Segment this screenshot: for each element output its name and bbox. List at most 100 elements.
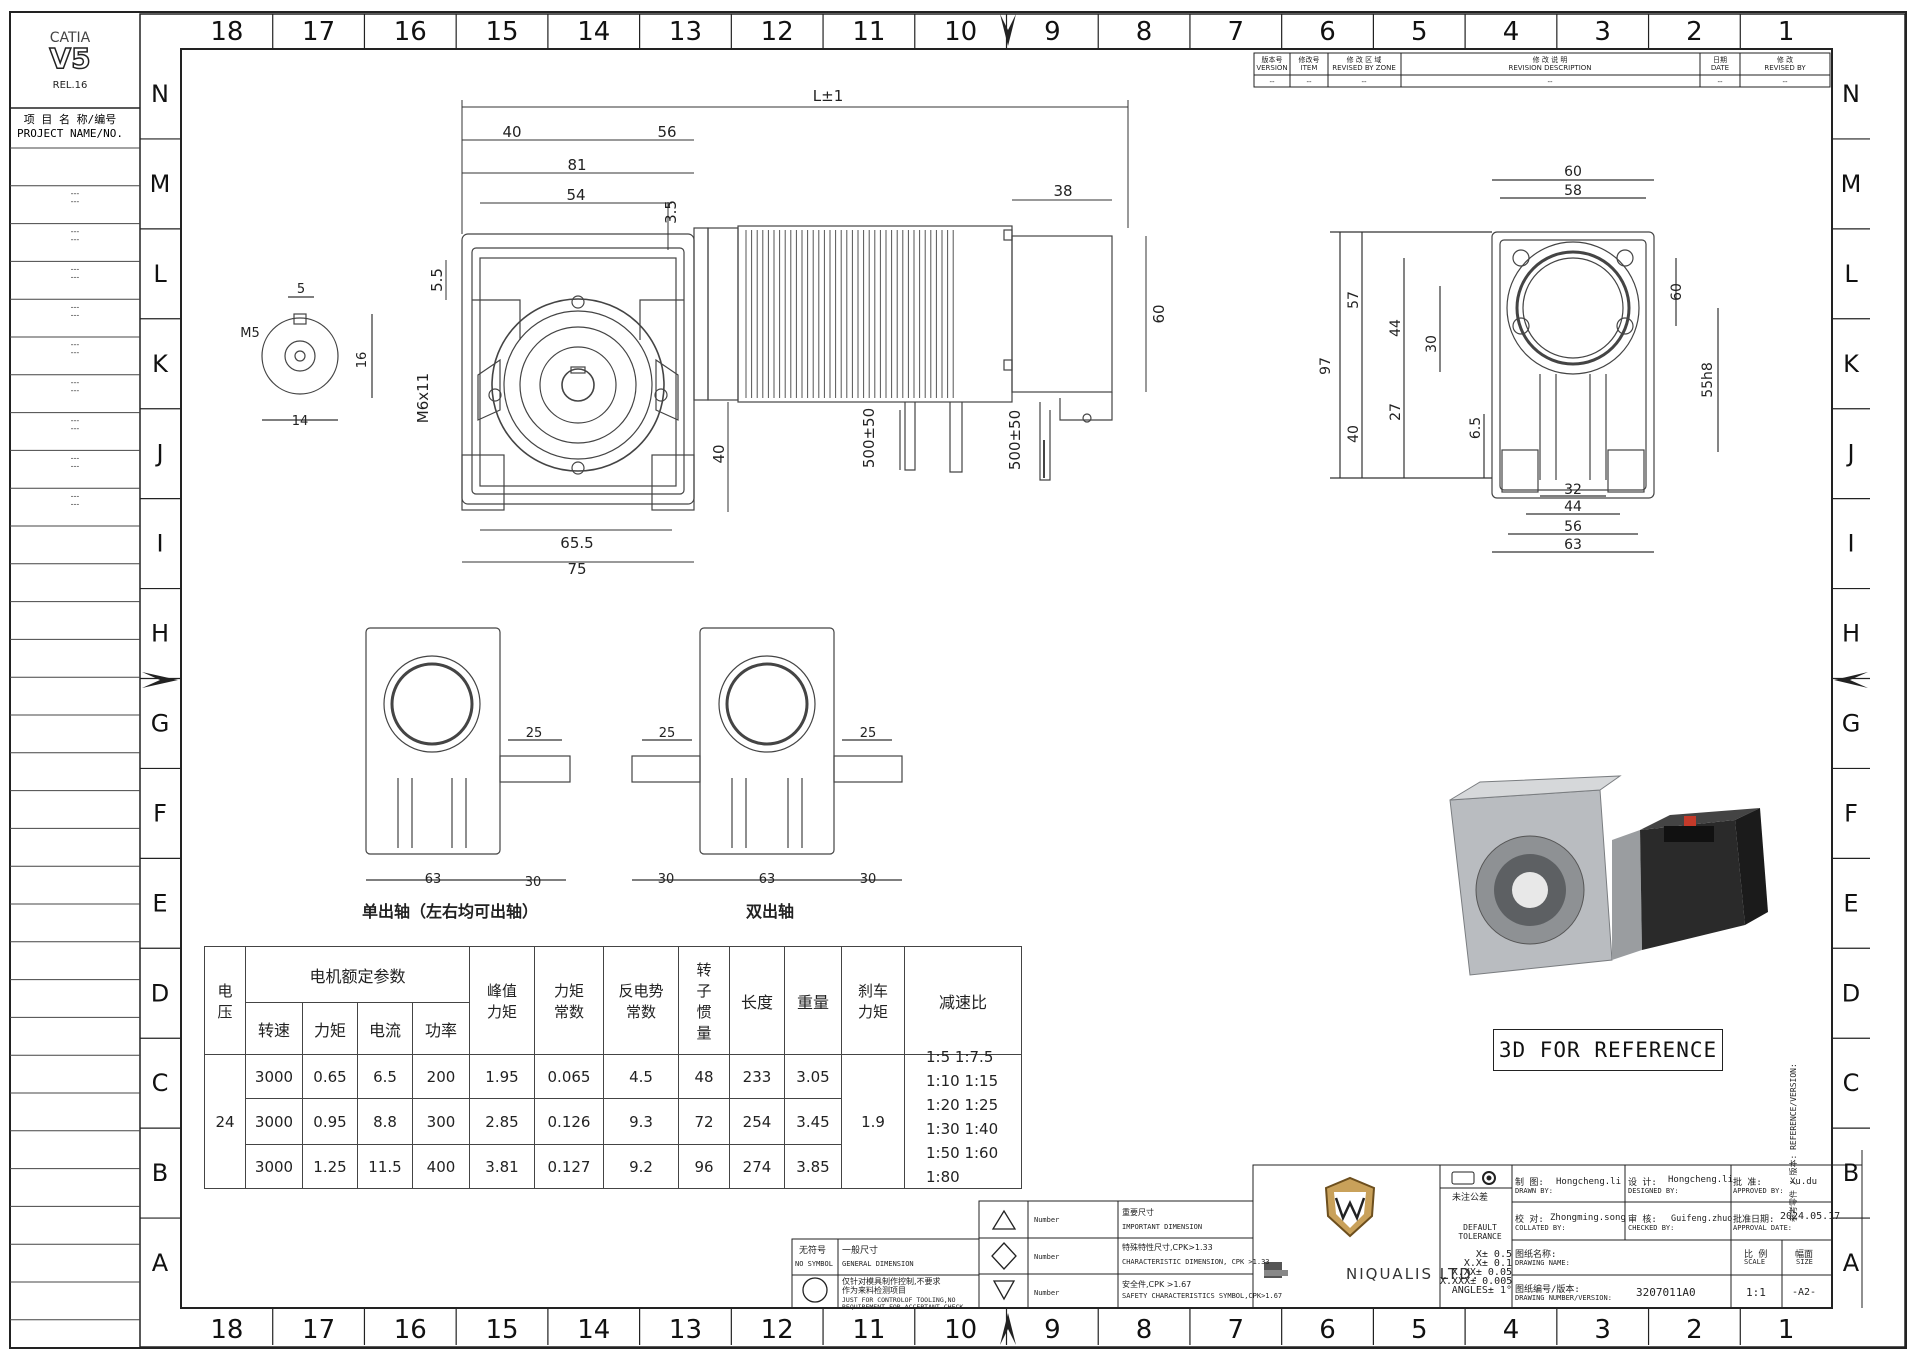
approval-date-label-en: APPROVAL DATE: bbox=[1733, 1224, 1793, 1232]
table-cell: 3.81 bbox=[469, 1144, 535, 1189]
project-header-cn: 项 目 名 称/编号 bbox=[24, 112, 117, 126]
project-row-value: --- bbox=[71, 416, 80, 425]
zone-row-label: I bbox=[156, 530, 163, 558]
drawn-label-en: DRAWN BY: bbox=[1515, 1187, 1553, 1195]
svg-text:M5: M5 bbox=[240, 326, 260, 341]
zone-column-label: 11 bbox=[852, 1315, 885, 1345]
table-cell: 3000 bbox=[245, 1144, 303, 1189]
zone-column-label: 18 bbox=[210, 17, 243, 47]
zone-column-label: 8 bbox=[1136, 1315, 1153, 1345]
svg-text:ITEM: ITEM bbox=[1301, 64, 1318, 72]
project-row-value: --- bbox=[71, 386, 80, 395]
single-shaft-label: 单出轴（左右均可出轴） bbox=[362, 902, 539, 921]
project-row-value: --- bbox=[71, 424, 80, 433]
zone-row-label: I bbox=[1847, 530, 1854, 558]
zone-column-label: 2 bbox=[1686, 1315, 1703, 1345]
approved-label-en: APPROVED BY: bbox=[1733, 1187, 1784, 1195]
svg-text:44: 44 bbox=[1564, 499, 1582, 515]
svg-text:30: 30 bbox=[860, 872, 877, 887]
project-row-value: --- bbox=[71, 491, 80, 500]
project-row-value: --- bbox=[71, 302, 80, 311]
svg-text:日期: 日期 bbox=[1713, 56, 1727, 64]
zone-column-label: 10 bbox=[944, 17, 977, 47]
zone-column-label: 18 bbox=[210, 1315, 243, 1345]
side-view bbox=[1330, 179, 1719, 553]
project-header-en: PROJECT NAME/NO. bbox=[17, 127, 123, 140]
zone-column-label: 12 bbox=[761, 1315, 794, 1345]
svg-text:重要尺寸: 重要尺寸 bbox=[1122, 1207, 1154, 1217]
svg-text:40: 40 bbox=[502, 123, 521, 141]
svg-text:JUST FOR CONTROLOF TOOLING,NO: JUST FOR CONTROLOF TOOLING,NO bbox=[842, 1296, 956, 1304]
project-row-value: --- bbox=[71, 310, 80, 319]
table-cell: 6.5 bbox=[357, 1054, 413, 1099]
table-cell: 3000 bbox=[245, 1098, 303, 1145]
table-cell: 254 bbox=[729, 1098, 785, 1145]
zone-column-label: 9 bbox=[1044, 17, 1061, 47]
zone-row-label: M bbox=[1841, 170, 1862, 198]
header-torque: 力矩 bbox=[302, 1002, 358, 1055]
svg-text:M6x11: M6x11 bbox=[414, 373, 432, 423]
table-cell: 400 bbox=[412, 1144, 470, 1189]
collated-label-en: COLLATED BY: bbox=[1515, 1224, 1566, 1232]
revision-table-frame bbox=[1253, 52, 1831, 88]
svg-text:--: -- bbox=[1361, 78, 1367, 86]
front-dimension-lines bbox=[445, 100, 1147, 563]
drawn-label: 制 图: bbox=[1515, 1178, 1544, 1188]
svg-text:一般尺寸: 一般尺寸 bbox=[842, 1244, 878, 1256]
ratio-item: 1:5 1:7.5 bbox=[926, 1048, 994, 1066]
zone-column-label: 9 bbox=[1044, 1315, 1061, 1345]
svg-text:75: 75 bbox=[567, 560, 586, 578]
ratio-item: 1:10 1:15 bbox=[926, 1072, 999, 1090]
zone-row-label: C bbox=[152, 1069, 169, 1097]
svg-text:--: -- bbox=[1269, 78, 1275, 86]
designed-by: Hongcheng.li bbox=[1668, 1175, 1734, 1185]
svg-text:特殊特性尺寸,CPK>1.33: 特殊特性尺寸,CPK>1.33 bbox=[1122, 1242, 1213, 1252]
svg-text:VERSION: VERSION bbox=[1256, 64, 1287, 72]
approval-date: 2024.05.17 bbox=[1780, 1211, 1841, 1222]
output-shaft-dimensions: 25 63 30 25 25 30 63 30 bbox=[425, 726, 877, 890]
shaft-dimensions: 5 M5 16 14 bbox=[240, 282, 370, 429]
voltage-value: 24 bbox=[204, 1054, 246, 1189]
header-length: 长度 bbox=[729, 946, 785, 1055]
spec-table: 电压 电机额定参数 峰值力矩 力矩常数 反电势常数 转子惯量 长度 重量 刹车力… bbox=[204, 946, 1022, 1189]
zone-row-label: A bbox=[152, 1249, 169, 1277]
zone-row-label: K bbox=[1843, 350, 1860, 378]
svg-text:Number: Number bbox=[1034, 1289, 1059, 1297]
svg-text:16: 16 bbox=[355, 352, 370, 369]
svg-text:40: 40 bbox=[710, 444, 728, 463]
zone-row-label: L bbox=[1844, 260, 1858, 288]
catia-release: REL.16 bbox=[53, 80, 88, 91]
svg-text:60: 60 bbox=[1564, 164, 1582, 180]
circle-symbol-text: 仅针对模具制作控制,不要求 作为来料检测项目 JUST FOR CONTROLO… bbox=[842, 1276, 963, 1311]
zone-column-label: 4 bbox=[1503, 17, 1520, 47]
brake-value: 1.9 bbox=[841, 1054, 905, 1189]
table-cell: 48 bbox=[678, 1054, 730, 1099]
zone-column-label: 13 bbox=[669, 1315, 702, 1345]
svg-text:修 改 说 明: 修 改 说 明 bbox=[1533, 55, 1568, 64]
project-row-value: --- bbox=[71, 189, 80, 198]
zone-column-label: 5 bbox=[1411, 17, 1428, 47]
catia-name: CATIA bbox=[50, 30, 91, 46]
zone-column-label: 5 bbox=[1411, 1315, 1428, 1345]
project-row-value: --- bbox=[71, 499, 80, 508]
svg-text:97: 97 bbox=[1318, 357, 1334, 375]
ratio-item: 1:50 1:60 bbox=[926, 1144, 999, 1162]
header-weight: 重量 bbox=[784, 946, 842, 1055]
zone-column-label: 7 bbox=[1228, 1315, 1245, 1345]
svg-text:GENERAL DIMENSION: GENERAL DIMENSION bbox=[842, 1260, 914, 1268]
zone-row-label: G bbox=[1842, 709, 1861, 737]
zone-column-label: 15 bbox=[485, 17, 518, 47]
checked-by: Guifeng.zhuo bbox=[1671, 1214, 1733, 1224]
svg-text:25: 25 bbox=[860, 726, 877, 741]
header-current: 电流 bbox=[357, 1002, 413, 1055]
table-cell: 72 bbox=[678, 1098, 730, 1145]
scale-value: 1:1 bbox=[1746, 1286, 1766, 1299]
svg-text:IMPORTANT DIMENSION: IMPORTANT DIMENSION bbox=[1122, 1223, 1202, 1231]
svg-text:81: 81 bbox=[567, 156, 586, 174]
svg-text:32: 32 bbox=[1564, 482, 1582, 498]
zone-column-label: 7 bbox=[1228, 17, 1245, 47]
centering-marks bbox=[142, 14, 1868, 1345]
drawing-name-label-en: DRAWING NAME: bbox=[1515, 1259, 1570, 1267]
approved-label: 批 准: bbox=[1733, 1178, 1762, 1188]
zone-row-label: J bbox=[154, 440, 163, 468]
